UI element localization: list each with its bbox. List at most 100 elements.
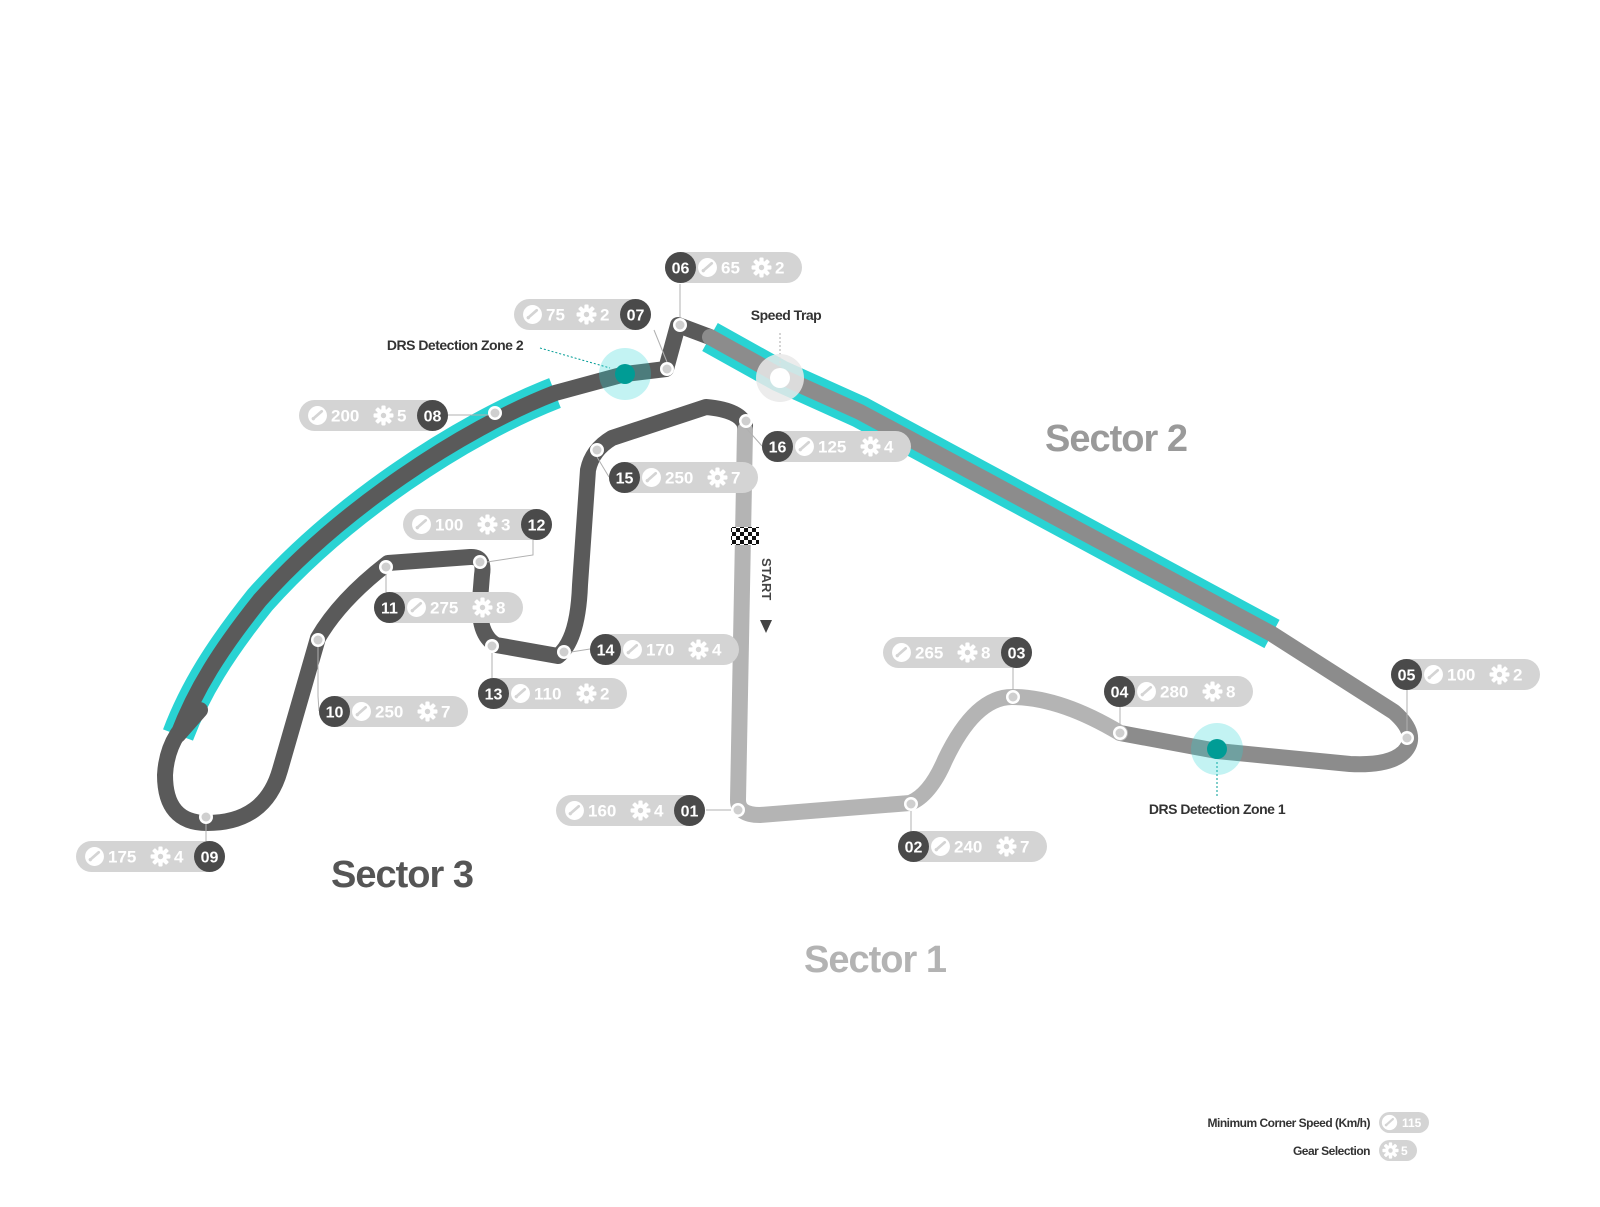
speedometer-icon [406, 597, 427, 618]
corner-info-pill [883, 637, 1032, 668]
legend-gear-sample: 5 [1401, 1144, 1408, 1158]
track-sector-1 [730, 422, 1128, 823]
corner-speed: 275 [430, 599, 458, 618]
corner-gear: 2 [775, 259, 784, 278]
corner-number: 04 [1111, 685, 1129, 702]
leader-line [745, 427, 763, 447]
drs-zones [163, 323, 1280, 741]
corner-number: 02 [905, 840, 923, 857]
corner-number-badge [665, 252, 696, 283]
corner-node-core [1115, 728, 1125, 738]
gear-icon [472, 597, 493, 618]
corner-speed: 250 [375, 703, 403, 722]
corner-number-badge [898, 831, 929, 862]
gear-icon [996, 836, 1017, 857]
gear-icon [477, 514, 498, 535]
corner-number-badge [194, 841, 225, 872]
gear-icon [957, 642, 978, 663]
drs-detection-marker-1 [1191, 723, 1243, 796]
corner-14: 14 170 4 [557, 634, 739, 665]
start-label: START [759, 558, 774, 600]
start-arrow-icon [760, 620, 772, 633]
corner-number-badge [1104, 676, 1135, 707]
leader-line [570, 648, 591, 653]
gear-icon [707, 467, 728, 488]
corner-speed: 65 [721, 259, 740, 278]
corner-speed: 110 [534, 685, 561, 704]
corner-gear: 4 [884, 438, 894, 457]
gear-icon [1489, 664, 1510, 685]
corner-number-badge [1391, 659, 1422, 690]
corner-05: 05 100 2 [1391, 659, 1540, 745]
corner-speed: 100 [1447, 666, 1475, 685]
speed-trap-marker [756, 333, 804, 402]
corner-number: 08 [424, 409, 442, 426]
speedometer-icon [1381, 1114, 1398, 1131]
corner-number: 12 [528, 518, 546, 535]
gear-icon [1382, 1142, 1399, 1159]
corner-node-core [313, 635, 323, 645]
corner-number-badge [478, 678, 509, 709]
corner-gear: 2 [1513, 666, 1522, 685]
speedometer-icon [697, 257, 718, 278]
sector-2-label: Sector 2 [1045, 418, 1187, 460]
corner-node-core [741, 416, 751, 426]
corner-gear: 4 [174, 848, 184, 867]
corner-gear: 4 [712, 641, 722, 660]
corner-speed: 170 [646, 641, 674, 660]
corner-speed: 160 [588, 802, 616, 821]
corner-speed: 125 [818, 438, 846, 457]
corner-info-pill [403, 509, 552, 540]
corner-number-badge [620, 299, 651, 330]
speedometer-icon [307, 405, 328, 426]
legend-speed-sample: 115 [1402, 1116, 1422, 1130]
drs-detection-marker-2 [539, 347, 651, 400]
track-sector-2 [702, 329, 1419, 773]
corner-gear: 7 [731, 469, 740, 488]
legend: Minimum Corner Speed (Km/h) 115 Gear Sel… [1207, 1112, 1429, 1161]
gear-icon [373, 405, 394, 426]
corner-node-core [201, 812, 211, 822]
corner-gear: 5 [397, 407, 406, 426]
speedometer-icon [622, 639, 643, 660]
corner-number: 09 [201, 850, 219, 867]
speedometer-icon [641, 467, 662, 488]
corner-number: 06 [672, 261, 690, 278]
speed-trap-label: Speed Trap [751, 307, 821, 323]
corner-08: 08 200 5 [299, 400, 502, 431]
speedometer-icon [411, 514, 432, 535]
corner-node-core [487, 641, 497, 651]
speedometer-icon [564, 800, 585, 821]
corner-number: 14 [597, 643, 615, 660]
legend-speed-pill: 115 [1379, 1112, 1429, 1133]
gear-icon [751, 257, 772, 278]
corner-number-badge [674, 795, 705, 826]
corner-node-core [1008, 692, 1018, 702]
gear-icon [1202, 681, 1223, 702]
corner-number: 05 [1398, 668, 1416, 685]
corner-number: 13 [485, 687, 503, 704]
corner-number: 01 [681, 804, 699, 821]
legend-gear-pill: 5 [1379, 1140, 1417, 1161]
speedometer-icon [522, 304, 543, 325]
sector-3-label: Sector 3 [331, 854, 473, 896]
corner-number: 10 [326, 705, 344, 722]
leader-line [653, 329, 668, 363]
corner-number-badge [521, 509, 552, 540]
corner-speed: 265 [915, 644, 943, 663]
corner-number: 03 [1008, 646, 1026, 663]
drs-zone-1-label: DRS Detection Zone 1 [1149, 801, 1286, 817]
corner-number: 15 [616, 471, 634, 488]
corner-speed: 200 [331, 407, 359, 426]
corner-06: 06 65 2 [665, 252, 802, 332]
gear-icon [860, 436, 881, 457]
